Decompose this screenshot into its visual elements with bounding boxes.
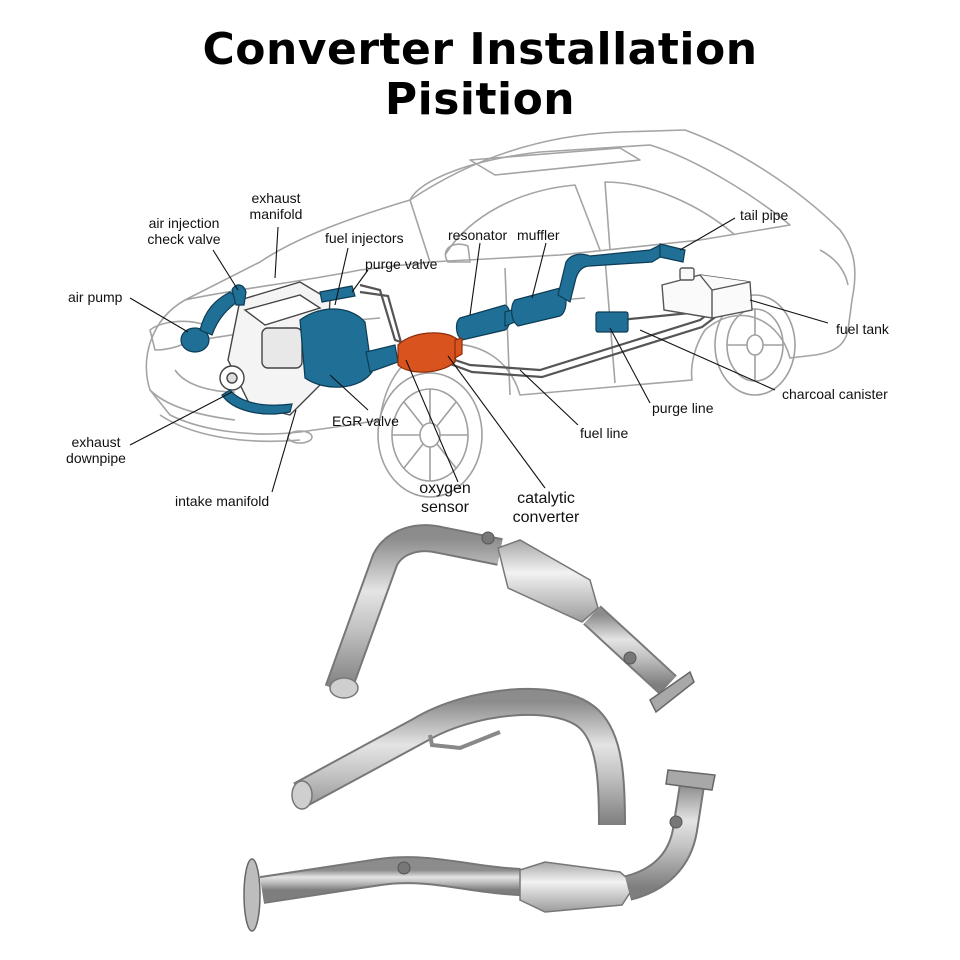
label-intake-manifold: intake manifold xyxy=(175,493,270,509)
upper-converter-assembly xyxy=(324,524,695,714)
label-muffler: muffler xyxy=(517,227,560,243)
label-oxygen-sensor: oxygen sensor xyxy=(405,479,485,517)
leader-lines xyxy=(129,217,829,493)
label-exhaust-manifold-line-2: manifold xyxy=(249,206,303,222)
lower-converter-assembly xyxy=(243,769,716,932)
label-purge-line: purge line xyxy=(652,400,714,416)
label-air-injection-line-1: air injection xyxy=(148,215,220,231)
label-resonator: resonator xyxy=(448,227,508,243)
label-tail-pipe: tail pipe xyxy=(740,207,789,223)
fuel-tank xyxy=(661,267,753,319)
label-exhaust-downpipe: exhaust downpipe xyxy=(60,434,132,466)
label-air-pump: air pump xyxy=(68,289,123,305)
label-fuel-line: fuel line xyxy=(580,425,629,441)
label-exhaust-manifold-line-1: exhaust xyxy=(251,190,301,206)
label-egr-valve: EGR valve xyxy=(332,413,399,429)
label-catalytic-converter-line-2: converter xyxy=(512,509,580,526)
page-title-line-2: Pisition xyxy=(384,74,576,125)
label-exhaust-manifold: exhaust manifold xyxy=(240,190,312,222)
label-exhaust-downpipe-line-1: exhaust xyxy=(71,434,121,450)
label-catalytic-converter: catalytic converter xyxy=(498,489,594,527)
label-charcoal-canister: charcoal canister xyxy=(782,386,888,402)
label-oxygen-sensor-line-2: sensor xyxy=(420,499,470,516)
label-fuel-tank: fuel tank xyxy=(836,321,889,337)
middle-y-pipe xyxy=(291,687,626,826)
label-oxygen-sensor-line-1: oxygen xyxy=(419,480,471,497)
label-fuel-injectors: fuel injectors xyxy=(325,230,404,246)
exhaust-system xyxy=(180,243,686,415)
label-catalytic-converter-line-1: catalytic xyxy=(517,490,575,507)
label-exhaust-downpipe-line-2: downpipe xyxy=(66,450,126,466)
label-purge-valve: purge valve xyxy=(365,256,438,272)
label-air-injection-check-valve: air injection check valve xyxy=(136,215,232,247)
label-air-injection-line-2: check valve xyxy=(147,231,221,247)
page-title-line-1: Converter Installation xyxy=(202,24,758,75)
catalytic-converter-highlight xyxy=(397,332,463,373)
